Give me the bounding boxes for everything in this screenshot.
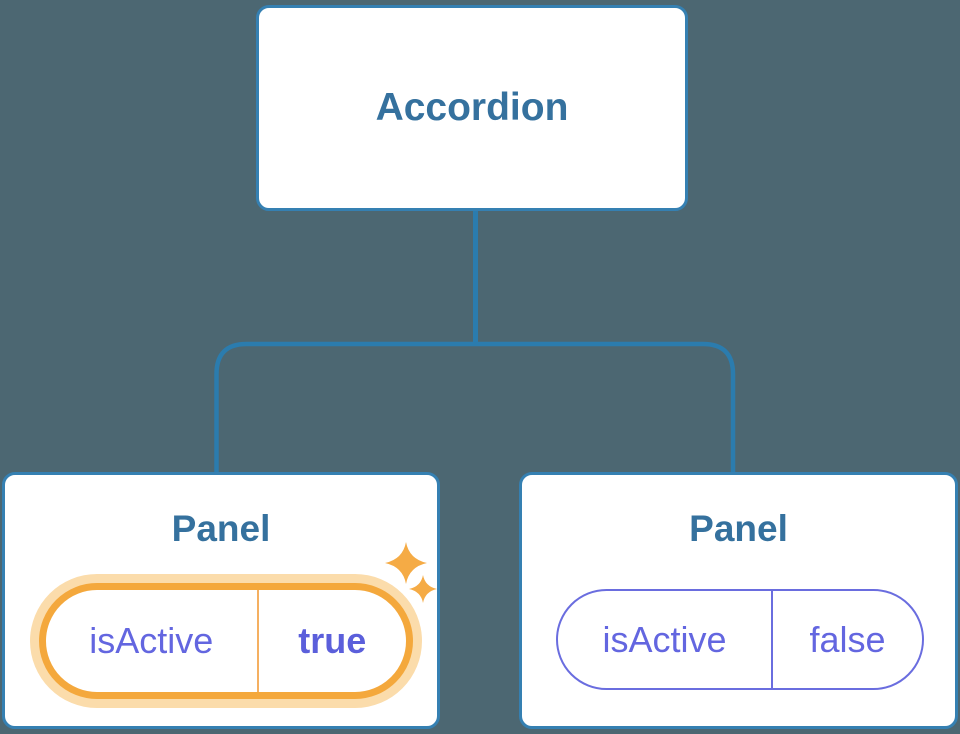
connector-branches <box>214 341 736 472</box>
panel-title: Panel <box>171 508 271 549</box>
prop-name: isActive <box>89 620 214 661</box>
accordion-node: Accordion <box>256 5 688 211</box>
prop-pill-active-halo: isActive true <box>30 574 422 708</box>
sparkle-icon <box>385 542 427 584</box>
prop-pill-active: isActive true <box>39 583 413 699</box>
prop-pill-inactive: isActive false <box>556 589 924 690</box>
panel-node-active: Panel isActive true <box>2 472 440 729</box>
panel-node-inactive: Panel isActive false <box>519 472 958 729</box>
prop-value: true <box>298 620 367 661</box>
pill-divider <box>256 590 259 692</box>
prop-value: false <box>809 618 886 660</box>
prop-name: isActive <box>602 618 727 660</box>
panel-title: Panel <box>689 508 788 549</box>
accordion-node-label: Accordion <box>375 86 569 129</box>
sparkle-icon <box>409 575 437 603</box>
pill-divider <box>770 591 773 688</box>
